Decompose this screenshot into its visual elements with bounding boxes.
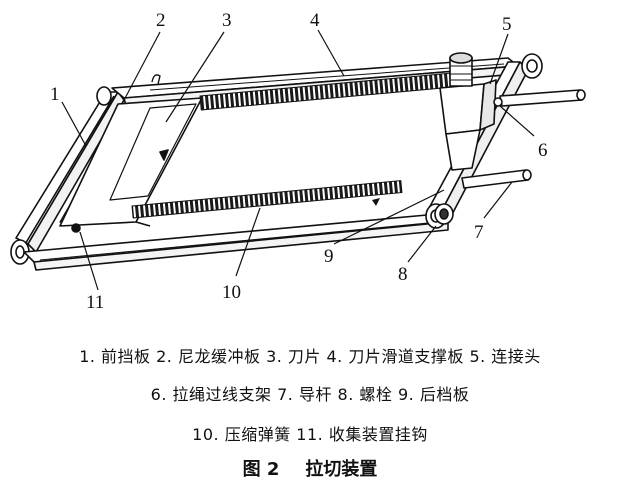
callout-4: 4 xyxy=(310,10,320,31)
top-handle xyxy=(151,74,161,85)
front-baffle xyxy=(10,86,125,265)
frame xyxy=(10,52,586,271)
figure-caption: 图 2 拉切装置 xyxy=(0,455,620,481)
callout-6: 6 xyxy=(538,140,548,161)
callout-11: 11 xyxy=(86,292,104,313)
bolt xyxy=(434,203,454,225)
device-illustration: 1 2 3 4 5 6 7 8 9 10 11 xyxy=(10,10,586,313)
callout-1: 1 xyxy=(50,84,60,105)
figure-number: 图 2 xyxy=(242,459,280,480)
connecting-head xyxy=(439,52,497,171)
callout-3: 3 xyxy=(222,10,232,31)
legend-line-3: 10. 压缩弹簧 11. 收集装置挂钩 xyxy=(192,425,428,444)
callout-10: 10 xyxy=(222,282,241,303)
callout-5: 5 xyxy=(502,14,512,35)
compression-spring-lower xyxy=(131,180,403,219)
legend-line-1: 1. 前挡板 2. 尼龙缓冲板 3. 刀片 4. 刀片滑道支撑板 5. 连接头 xyxy=(79,347,541,366)
rope-bracket-and-guide-rods xyxy=(461,89,586,189)
callout-7: 7 xyxy=(474,222,484,243)
blade-carriage xyxy=(59,97,217,227)
figure-title: 拉切装置 xyxy=(305,459,378,480)
leader-lines xyxy=(61,29,535,291)
callout-9: 9 xyxy=(324,246,334,267)
bottom-rail xyxy=(23,213,449,271)
collection-hook xyxy=(71,223,81,233)
callout-2: 2 xyxy=(156,10,166,31)
legend-line-2: 6. 拉绳过线支架 7. 导杆 8. 螺栓 9. 后档板 xyxy=(150,385,470,404)
callout-8: 8 xyxy=(398,264,408,285)
